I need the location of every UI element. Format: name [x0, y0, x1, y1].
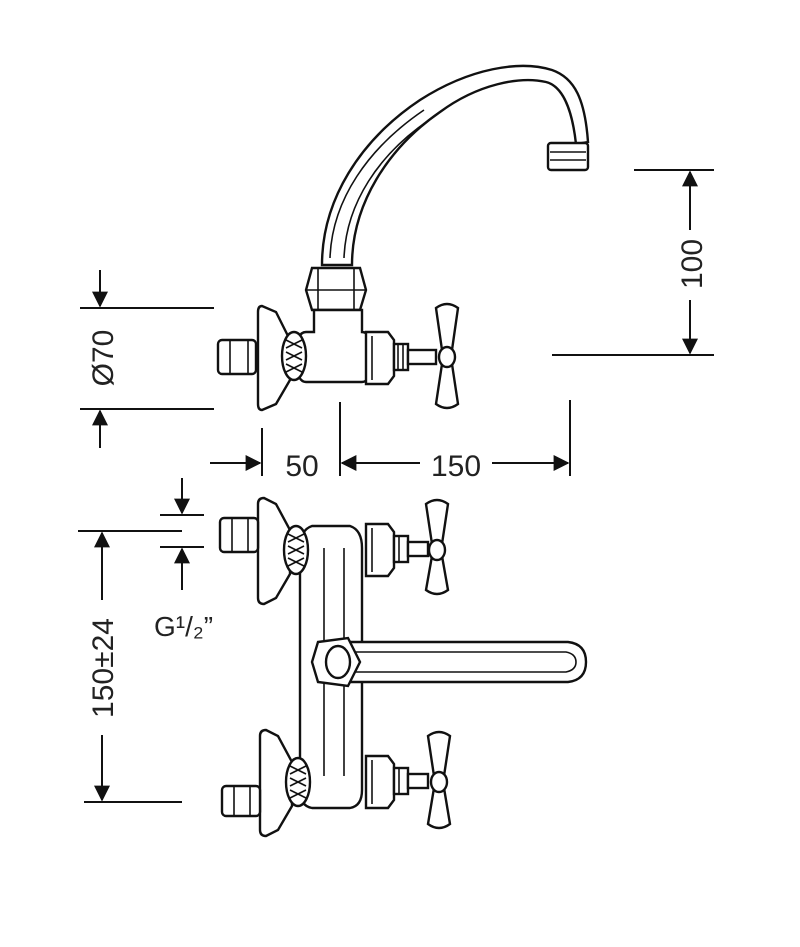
dim-label-150: 150 — [431, 450, 481, 483]
horizontal-spout — [338, 640, 588, 684]
dim-label-100: 100 — [676, 239, 709, 289]
spout-neck — [320, 64, 590, 267]
thread-label: G¹/₂” — [154, 611, 213, 642]
wall-connector — [216, 338, 258, 376]
spout-aerator — [546, 141, 590, 172]
dim-label-150-24: 150±24 — [87, 618, 120, 718]
side-view — [216, 64, 590, 412]
spout-union-nut — [304, 266, 368, 312]
upper-valve — [218, 496, 450, 606]
dimension-lines — [78, 169, 714, 803]
dim-label-diameter-70: Ø70 — [87, 330, 120, 387]
dim-label-50: 50 — [285, 450, 318, 483]
lower-valve — [220, 728, 452, 838]
wall-rosette — [256, 304, 292, 412]
valve-bonnet — [364, 330, 396, 386]
front-view — [218, 496, 588, 838]
valve-body — [294, 308, 374, 384]
